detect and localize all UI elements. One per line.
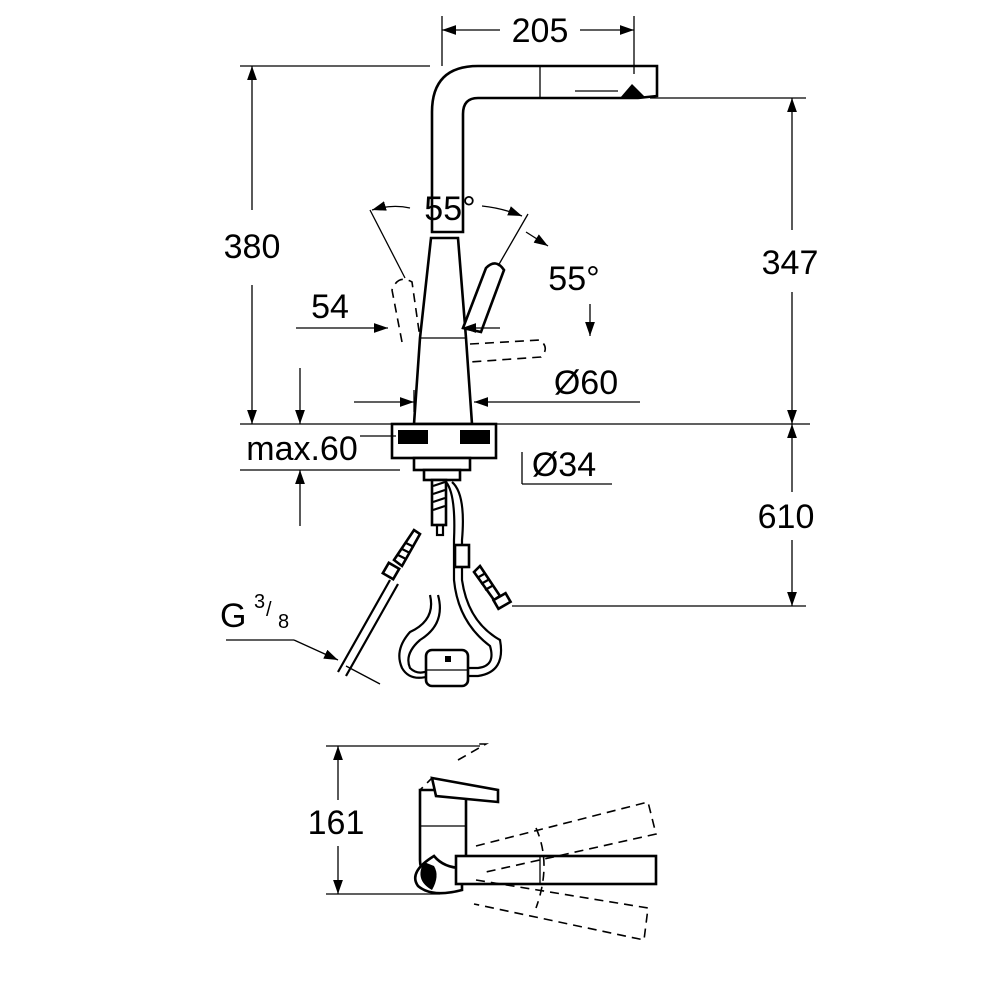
faucet-front-view (391, 64, 659, 426)
top-view-dimensions: 161 (308, 745, 480, 895)
faucet-body (412, 236, 474, 426)
supply-line-left (337, 579, 399, 677)
pull-out-hose (451, 481, 503, 678)
supply-hoses (337, 478, 513, 688)
top-view-lever (430, 776, 500, 804)
hose-weight (424, 648, 470, 688)
lever-right (461, 262, 506, 334)
svg-text:/: / (266, 599, 272, 621)
deck-mount (240, 422, 810, 482)
faucet-top-view (413, 743, 658, 941)
dim-top-view-depth: 161 (308, 804, 365, 842)
dim-thread-denominator: 8 (278, 611, 289, 633)
lever-down-position (469, 339, 547, 363)
dim-hole-diameter: Ø34 (532, 446, 596, 484)
spray-nozzle (620, 84, 646, 98)
top-view-spout (454, 854, 658, 886)
dim-lever-offset: 54 (311, 288, 349, 326)
dim-lever-angle-right: 55° (548, 260, 599, 298)
dim-spout-height: 347 (762, 244, 819, 282)
dim-thread-numerator: 3 (254, 591, 265, 613)
dim-total-height: 380 (224, 228, 281, 266)
dim-lever-angle-left: 55° (424, 190, 475, 228)
faucet-spout (430, 64, 659, 234)
dim-deck-thickness: max.60 (246, 430, 358, 468)
front-dimensions: 205 380 347 55° 55° 54 Ø60 (220, 12, 819, 685)
dim-spout-reach: 205 (512, 12, 569, 50)
lever-left-position (391, 278, 421, 343)
dim-thread-letter: G (220, 597, 246, 635)
dim-base-diameter: Ø60 (554, 364, 618, 402)
dim-hose-length: 610 (758, 498, 815, 536)
